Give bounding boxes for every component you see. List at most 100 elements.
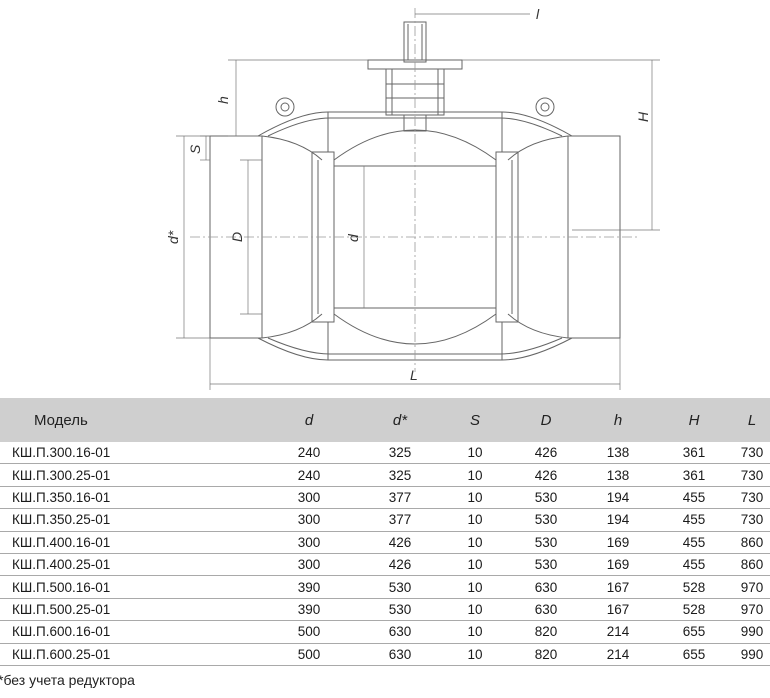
- lifting-lug-right: [535, 97, 555, 117]
- dim-label-d: d: [345, 233, 361, 242]
- cell-d: 500: [258, 643, 360, 666]
- cell-D: 820: [510, 620, 582, 644]
- cell-d-star: 377: [360, 508, 440, 532]
- cell-H: 655: [654, 643, 734, 666]
- cell-L: 970: [734, 598, 770, 622]
- cell-d-star: 530: [360, 575, 440, 599]
- dim-label-L: L: [410, 367, 418, 383]
- cell-d-star: 630: [360, 643, 440, 666]
- cell-D: 530: [510, 508, 582, 532]
- cell-d: 300: [258, 531, 360, 554]
- cell-L: 730: [734, 463, 770, 487]
- cell-model: КШ.П.500.16-01: [0, 575, 258, 599]
- cell-S: 10: [440, 643, 510, 666]
- ball-bottom: [333, 313, 497, 345]
- cell-H: 528: [654, 575, 734, 599]
- cell-model: КШ.П.350.16-01: [0, 486, 258, 510]
- cell-d-star: 325: [360, 463, 440, 487]
- cell-D: 820: [510, 643, 582, 666]
- cell-model: КШ.П.600.16-01: [0, 620, 258, 644]
- header-S: S: [440, 398, 510, 442]
- cell-L: 860: [734, 553, 770, 577]
- cell-model: КШ.П.300.16-01: [0, 442, 258, 465]
- cell-S: 10: [440, 575, 510, 599]
- lifting-lug-left: [275, 97, 295, 117]
- cell-model: КШ.П.600.25-01: [0, 643, 258, 666]
- cell-d-star: 530: [360, 598, 440, 622]
- cell-h: 169: [582, 553, 654, 577]
- footnote: *без учета редуктора: [0, 672, 135, 688]
- cell-h: 138: [582, 442, 654, 465]
- cell-h: 214: [582, 620, 654, 644]
- dim-label-h: h: [215, 96, 231, 104]
- cell-h: 214: [582, 643, 654, 666]
- cell-D: 426: [510, 463, 582, 487]
- cell-S: 10: [440, 598, 510, 622]
- cell-S: 10: [440, 620, 510, 644]
- cell-model: КШ.П.500.25-01: [0, 598, 258, 622]
- cell-H: 455: [654, 553, 734, 577]
- cell-H: 455: [654, 508, 734, 532]
- table-header-row: Модель d d* S D h H L: [0, 398, 770, 442]
- cell-d: 240: [258, 463, 360, 487]
- header-L: L: [734, 398, 770, 442]
- cell-H: 361: [654, 463, 734, 487]
- dim-label-H: H: [635, 111, 651, 122]
- cell-d-star: 325: [360, 442, 440, 465]
- cell-D: 426: [510, 442, 582, 465]
- cell-h: 169: [582, 531, 654, 554]
- cell-h: 194: [582, 508, 654, 532]
- cell-S: 10: [440, 463, 510, 487]
- cell-d: 240: [258, 442, 360, 465]
- cell-D: 530: [510, 486, 582, 510]
- header-h: h: [582, 398, 654, 442]
- cell-D: 630: [510, 575, 582, 599]
- cell-S: 10: [440, 442, 510, 465]
- cell-model: КШ.П.400.25-01: [0, 553, 258, 577]
- cell-model: КШ.П.350.25-01: [0, 508, 258, 532]
- cell-d-star: 630: [360, 620, 440, 644]
- cell-L: 970: [734, 575, 770, 599]
- cell-d: 390: [258, 598, 360, 622]
- cell-d-star: 426: [360, 531, 440, 554]
- header-d: d: [258, 398, 360, 442]
- header-model: Модель: [0, 398, 258, 442]
- header-d-star: d*: [360, 398, 440, 442]
- cell-D: 530: [510, 553, 582, 577]
- cell-H: 528: [654, 598, 734, 622]
- cell-d: 390: [258, 575, 360, 599]
- cell-L: 730: [734, 508, 770, 532]
- cell-S: 10: [440, 508, 510, 532]
- cell-D: 530: [510, 531, 582, 554]
- cell-L: 730: [734, 486, 770, 510]
- cell-H: 655: [654, 620, 734, 644]
- cell-h: 167: [582, 575, 654, 599]
- cell-H: 455: [654, 486, 734, 510]
- header-H: H: [654, 398, 734, 442]
- cell-S: 10: [440, 531, 510, 554]
- cell-S: 10: [440, 553, 510, 577]
- cell-d-star: 426: [360, 553, 440, 577]
- valve-drawing: l h H S d* D d L: [165, 6, 660, 390]
- dim-label-l: l: [536, 6, 540, 22]
- cell-d: 300: [258, 486, 360, 510]
- cell-d: 500: [258, 620, 360, 644]
- cell-L: 990: [734, 643, 770, 666]
- valve-section-svg: l h H S d* D d L: [165, 6, 660, 390]
- cell-h: 138: [582, 463, 654, 487]
- cell-d-star: 377: [360, 486, 440, 510]
- cell-model: КШ.П.300.25-01: [0, 463, 258, 487]
- cell-H: 455: [654, 531, 734, 554]
- header-D: D: [510, 398, 582, 442]
- dim-label-S: S: [187, 144, 203, 154]
